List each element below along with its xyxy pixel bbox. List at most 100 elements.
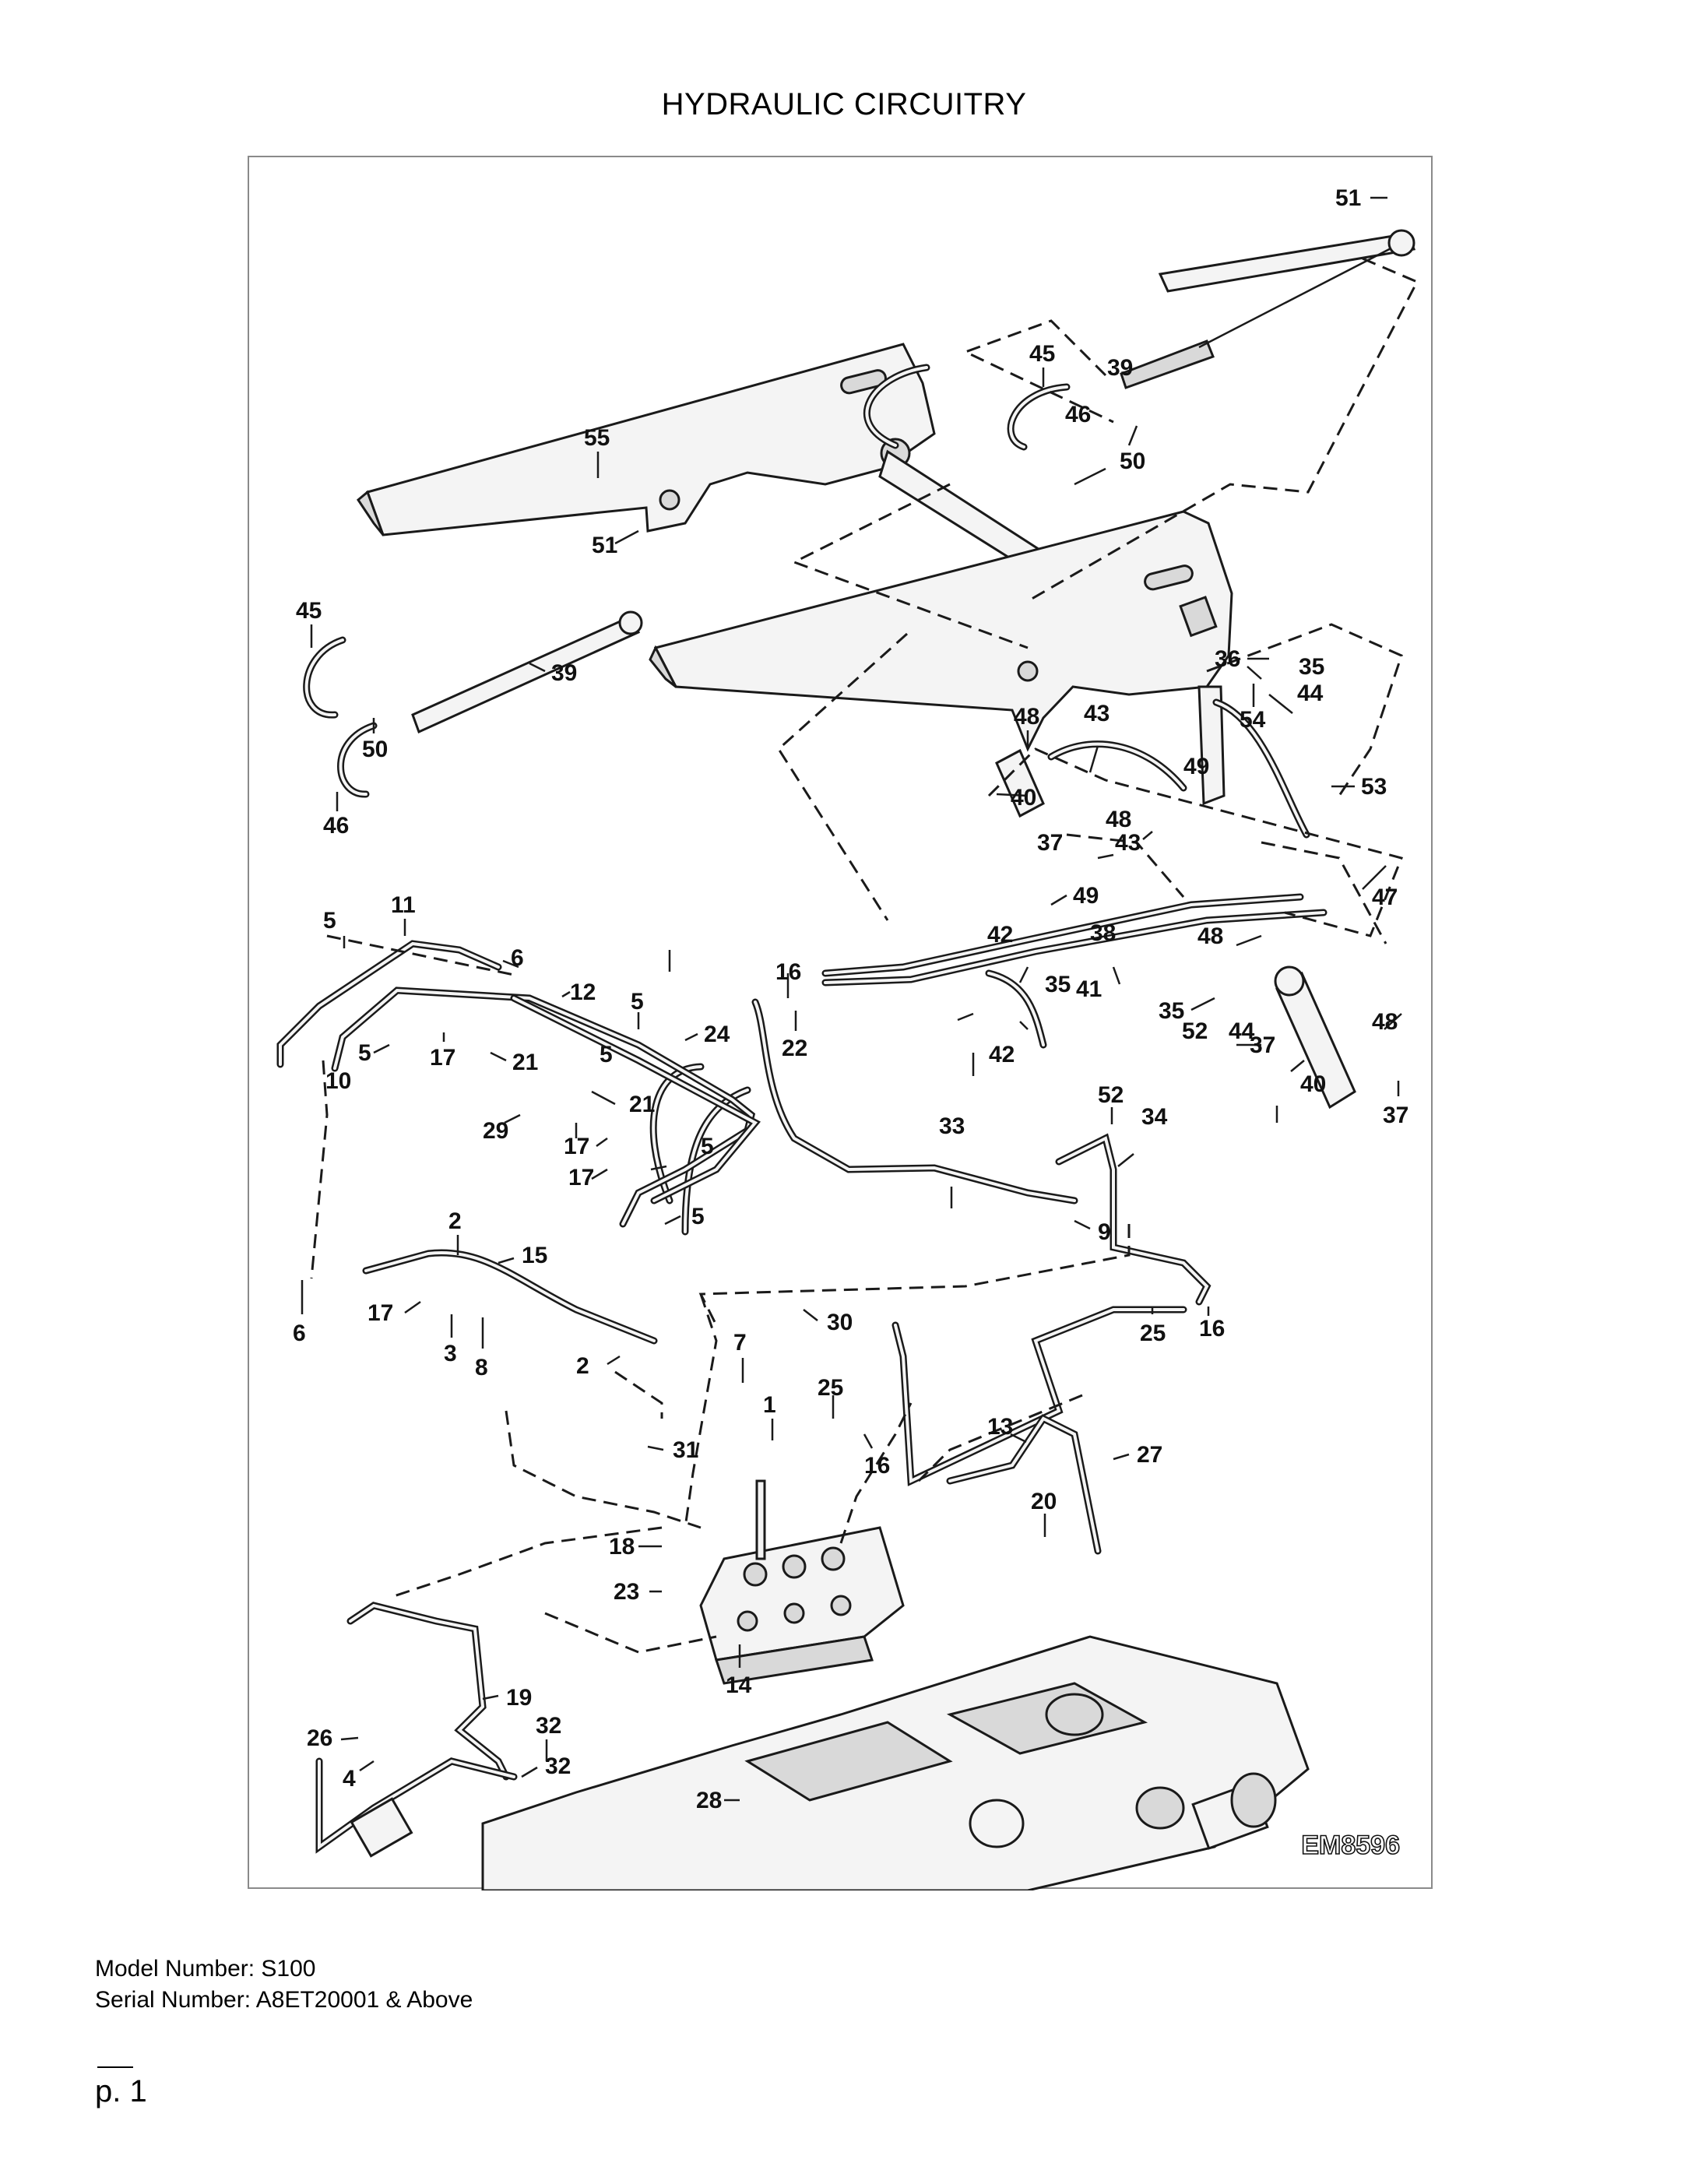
callout-42: 42 <box>987 922 1013 948</box>
callout-55: 55 <box>584 425 610 451</box>
hydraulic-hoses <box>303 364 1328 1345</box>
callout-38: 38 <box>1090 920 1116 946</box>
callout-5: 5 <box>631 989 644 1015</box>
callout-33: 33 <box>939 1113 965 1139</box>
figure-code: EM8596 <box>1301 1830 1401 1861</box>
callout-31: 31 <box>673 1437 698 1463</box>
callout-45: 45 <box>1029 341 1055 367</box>
assembly-dash-lines <box>310 257 1419 1654</box>
callout-44: 44 <box>1297 681 1324 706</box>
steel-tubes <box>276 940 1211 1854</box>
callout-23: 23 <box>614 1579 639 1605</box>
page-number: p. 1 <box>95 2074 147 2108</box>
callout-39: 39 <box>1107 355 1133 381</box>
callout-15: 15 <box>522 1243 547 1268</box>
callout-17: 17 <box>564 1134 589 1159</box>
lift-arm-assembly <box>357 343 1233 806</box>
lift-cylinders <box>411 229 1416 1110</box>
callout-47: 47 <box>1372 885 1398 910</box>
callout-48: 48 <box>1197 923 1223 949</box>
callout-21: 21 <box>629 1092 655 1117</box>
page-rule <box>97 2066 133 2068</box>
callout-51: 51 <box>1335 185 1361 211</box>
callout-6: 6 <box>511 945 524 971</box>
control-valve <box>699 1479 905 1685</box>
callout-27: 27 <box>1137 1442 1162 1468</box>
callout-51: 51 <box>592 533 617 558</box>
callout-40: 40 <box>1300 1071 1326 1097</box>
callout-32: 32 <box>536 1713 561 1739</box>
callout-52: 52 <box>1182 1018 1208 1044</box>
callout-54: 54 <box>1240 707 1266 733</box>
callout-29: 29 <box>483 1118 508 1144</box>
callout-44: 44 <box>1229 1018 1255 1044</box>
callout-8: 8 <box>475 1355 488 1380</box>
callout-43: 43 <box>1115 830 1141 856</box>
callout-37: 37 <box>1383 1103 1408 1128</box>
callout-17: 17 <box>568 1165 594 1190</box>
callout-43: 43 <box>1084 701 1110 726</box>
callout-10: 10 <box>325 1068 351 1094</box>
callout-41: 41 <box>1076 976 1102 1002</box>
callout-9: 9 <box>1098 1219 1111 1245</box>
callout-50: 50 <box>362 737 388 762</box>
callout-2: 2 <box>448 1208 462 1234</box>
callout-13: 13 <box>987 1414 1013 1440</box>
callout-32: 32 <box>545 1753 571 1779</box>
serial-number: Serial Number: A8ET20001 & Above <box>95 1987 473 2013</box>
model-number: Model Number: S100 <box>95 1956 316 1982</box>
callout-37: 37 <box>1037 830 1063 856</box>
callout-16: 16 <box>775 959 801 985</box>
callout-30: 30 <box>827 1310 853 1335</box>
callout-48: 48 <box>1372 1009 1398 1035</box>
callout-26: 26 <box>307 1725 332 1751</box>
callout-37: 37 <box>1250 1032 1275 1058</box>
callout-45: 45 <box>296 598 322 624</box>
callout-7: 7 <box>733 1330 747 1356</box>
callout-12: 12 <box>570 979 596 1005</box>
callout-5: 5 <box>600 1042 613 1067</box>
callout-19: 19 <box>506 1685 532 1711</box>
callout-53: 53 <box>1361 774 1387 800</box>
callout-50: 50 <box>1120 448 1145 474</box>
callout-11: 11 <box>391 892 416 918</box>
callout-5: 5 <box>691 1204 705 1229</box>
callout-3: 3 <box>444 1341 457 1366</box>
callout-39: 39 <box>551 660 577 686</box>
callout-46: 46 <box>323 813 349 839</box>
callout-14: 14 <box>726 1672 752 1698</box>
callout-16: 16 <box>864 1453 890 1479</box>
callout-35: 35 <box>1045 972 1071 997</box>
callout-21: 21 <box>512 1050 538 1075</box>
callout-52: 52 <box>1098 1082 1124 1108</box>
callout-25: 25 <box>1140 1321 1166 1346</box>
callout-25: 25 <box>818 1375 843 1401</box>
callout-5: 5 <box>701 1134 714 1159</box>
callout-49: 49 <box>1183 754 1209 779</box>
callout-48: 48 <box>1014 704 1039 730</box>
parts-diagram: 51 45 39 55 46 50 51 45 39 50 46 36 35 5… <box>248 156 1433 1890</box>
callout-17: 17 <box>430 1045 455 1071</box>
callout-4: 4 <box>343 1766 356 1792</box>
callout-labels: 51 45 39 55 46 50 51 45 39 50 46 36 35 5… <box>293 185 1408 1813</box>
callout-46: 46 <box>1065 402 1091 427</box>
callout-48: 48 <box>1106 807 1131 832</box>
callout-16: 16 <box>1199 1316 1225 1342</box>
callout-18: 18 <box>609 1534 635 1560</box>
callout-28: 28 <box>696 1788 722 1813</box>
callout-17: 17 <box>367 1300 393 1326</box>
callout-40: 40 <box>1011 785 1036 811</box>
callout-5: 5 <box>323 908 336 934</box>
callout-24: 24 <box>704 1022 730 1047</box>
callout-22: 22 <box>782 1036 807 1061</box>
callout-42: 42 <box>989 1042 1015 1067</box>
callout-leaders <box>301 196 1402 1802</box>
callout-35: 35 <box>1299 654 1324 680</box>
callout-20: 20 <box>1031 1489 1057 1514</box>
callout-35: 35 <box>1159 998 1184 1024</box>
callout-49: 49 <box>1073 883 1099 909</box>
callout-2: 2 <box>576 1353 589 1379</box>
callout-1: 1 <box>763 1392 776 1418</box>
callout-5: 5 <box>358 1040 371 1066</box>
callout-6: 6 <box>293 1321 306 1346</box>
